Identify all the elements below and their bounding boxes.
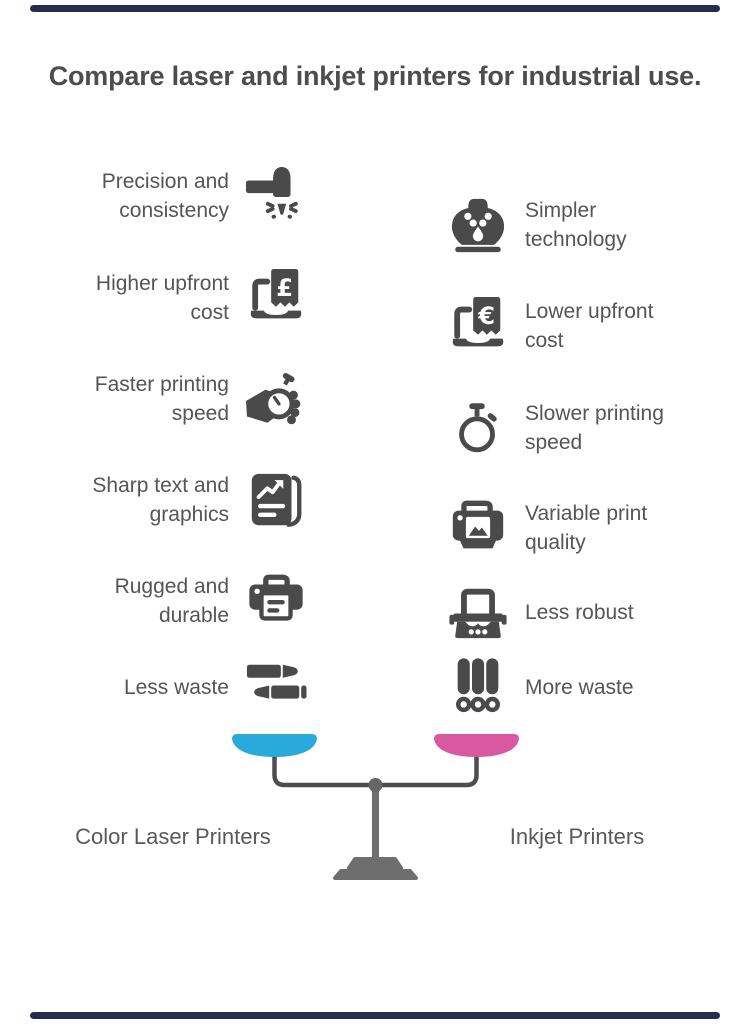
page-title: Compare laser and inkjet printers for in… xyxy=(48,61,702,91)
feature-item-simpler-tech: Simpler technology xyxy=(447,192,709,258)
feature-item-print-quality: Variable print quality xyxy=(447,495,709,561)
printer-icon xyxy=(245,570,307,632)
feature-item-slower-speed: Slower printing speed xyxy=(447,395,709,461)
feature-label: Faster printing speed xyxy=(94,373,229,425)
feature-label: Precision and consistency xyxy=(101,170,229,222)
feature-item-upfront-cost: Higher upfront cost £ xyxy=(40,265,307,331)
right-scale-pan xyxy=(434,734,519,757)
pound-symbol: £ xyxy=(276,274,293,302)
feature-label: Less waste xyxy=(123,675,229,699)
stand-base-lower xyxy=(333,869,418,880)
pivot-dot xyxy=(368,778,383,792)
bottom-accent-bar xyxy=(30,1012,720,1019)
left-scale-pan xyxy=(232,734,317,757)
report-graphics-icon xyxy=(245,469,307,531)
laptop-pound-receipt-icon: £ xyxy=(245,267,307,329)
feature-label: Slower printing speed xyxy=(525,402,664,454)
press-printer-icon xyxy=(447,581,509,643)
feature-label: Variable print quality xyxy=(525,502,648,554)
feature-item-rugged: Rugged and durable xyxy=(40,568,307,634)
right-scale-label: Inkjet Printers xyxy=(509,824,645,849)
stopwatch-icon xyxy=(447,397,509,459)
stand-pole xyxy=(372,787,379,859)
feature-label: Simpler technology xyxy=(525,199,627,251)
balance-scale xyxy=(232,734,519,880)
top-accent-bar xyxy=(30,5,720,12)
feature-label: Less robust xyxy=(525,600,634,624)
printer-photo-icon xyxy=(447,497,509,559)
feature-label: Rugged and durable xyxy=(114,575,229,627)
feature-item-more-waste: More waste xyxy=(447,654,709,720)
feature-item-lower-cost: € Lower upfront cost xyxy=(447,293,709,359)
stand-base-upper xyxy=(347,857,403,870)
hand-stopwatch-icon xyxy=(245,368,307,430)
crayons-icon xyxy=(245,656,307,718)
feature-item-speed: Faster printing speed xyxy=(40,366,307,432)
feature-item-sharp-text: Sharp text and graphics xyxy=(40,467,307,533)
inkjet-printhead-icon xyxy=(447,194,509,256)
feature-item-precision: Precision and consistency xyxy=(40,163,307,229)
left-scale-label: Color Laser Printers xyxy=(75,824,271,849)
euro-symbol: € xyxy=(477,302,495,330)
laptop-euro-receipt-icon: € xyxy=(447,295,509,357)
laser-icon xyxy=(245,165,307,227)
feature-label: Higher upfront cost xyxy=(95,272,229,324)
ink-cartridges-icon xyxy=(447,656,509,718)
feature-label: Lower upfront cost xyxy=(525,300,654,352)
feature-item-less-robust: Less robust xyxy=(447,579,709,645)
feature-label: More waste xyxy=(525,675,634,699)
feature-label: Sharp text and graphics xyxy=(92,474,229,526)
feature-item-less-waste: Less waste xyxy=(40,654,307,720)
